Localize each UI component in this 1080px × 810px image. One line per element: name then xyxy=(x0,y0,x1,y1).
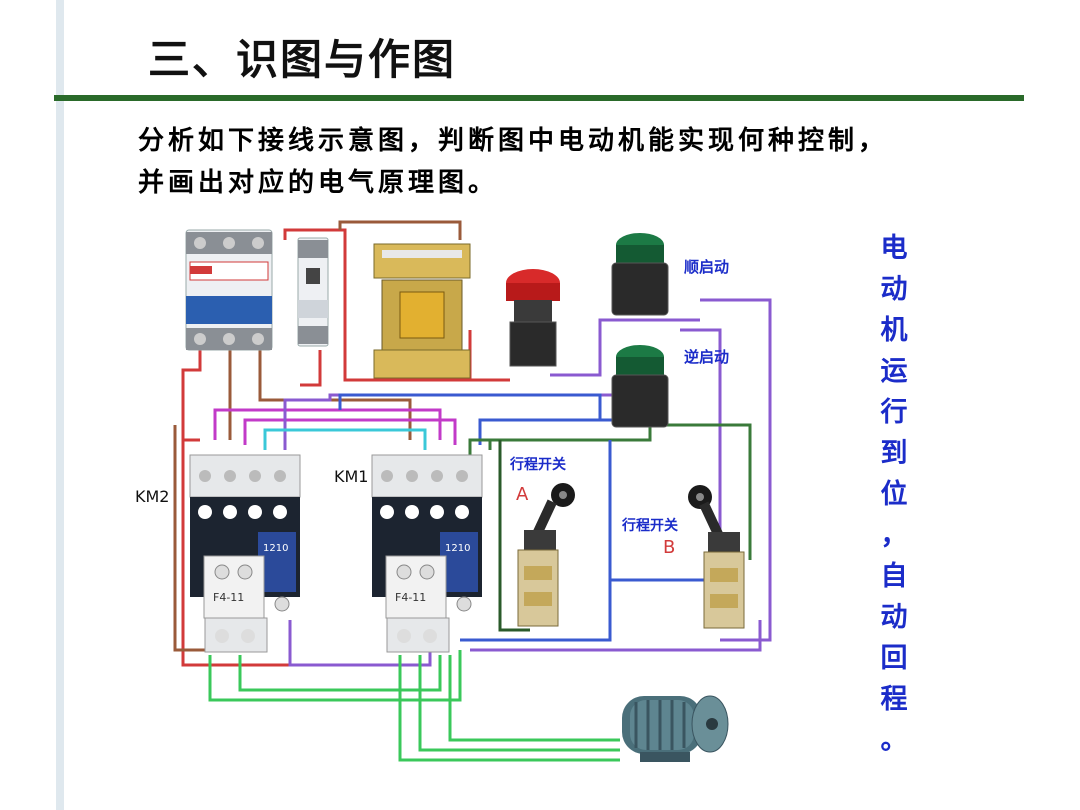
side-note-char: 电 xyxy=(880,233,908,264)
left-accent-strip xyxy=(56,0,64,810)
wire-purple xyxy=(680,328,722,580)
wire-red xyxy=(181,350,202,442)
travel-switch-a-label: 行程开关 xyxy=(509,456,566,473)
reverse-start-button xyxy=(611,345,669,428)
km2-label: KM2 xyxy=(135,487,169,506)
side-note-char: 回 xyxy=(880,643,908,674)
wire-red xyxy=(181,440,300,667)
travel-switch-a xyxy=(517,483,575,627)
km1-label: KM1 xyxy=(334,467,368,486)
wire-green xyxy=(448,655,620,742)
km2-model-label: 1210 xyxy=(263,543,288,554)
wire-purple xyxy=(700,298,772,642)
travel-switch-b-label: 行程开关 xyxy=(621,517,678,534)
contactor-km2: 1210 F4-11 xyxy=(189,454,301,653)
side-note-char: 动 xyxy=(880,274,908,305)
wire-blue xyxy=(338,393,602,410)
emergency-stop-button xyxy=(506,269,560,367)
side-note-char: 机 xyxy=(880,315,908,346)
wire-purple xyxy=(550,318,700,377)
km2-relay-label: F4-11 xyxy=(213,591,244,604)
wire-purple xyxy=(288,620,432,667)
wire-red xyxy=(300,350,322,387)
wire-blue xyxy=(478,418,600,445)
question-line-2: 并画出对应的电气原理图。 xyxy=(138,168,499,198)
km1-model-label: 1210 xyxy=(445,543,470,554)
forward-start-label: 顺启动 xyxy=(684,258,729,276)
side-note-char: ， xyxy=(880,520,908,551)
wire-green xyxy=(238,655,442,692)
wire-purple xyxy=(470,620,762,652)
motor xyxy=(622,695,729,762)
question-line-1: 分析如下接线示意图，判断图中电动机能实现何种控制， xyxy=(138,126,889,156)
travel-switch-a-letter: A xyxy=(516,484,529,505)
circuit-breaker-3p xyxy=(185,229,273,351)
contactor-km1: 1210 F4-11 xyxy=(371,454,483,653)
wire-brown xyxy=(338,220,462,240)
side-note-char: 行 xyxy=(880,397,908,428)
wire-green xyxy=(418,655,620,752)
km1-relay-label: F4-11 xyxy=(395,591,426,604)
side-note-char: 。 xyxy=(880,725,908,756)
side-note-char: 程 xyxy=(880,684,908,715)
wire-magenta xyxy=(213,408,442,440)
title-divider xyxy=(54,95,1024,101)
wire-brown xyxy=(173,425,210,652)
wire-green xyxy=(208,650,462,702)
wire-magenta xyxy=(243,418,457,445)
travel-switch-b xyxy=(688,485,745,629)
travel-switch-b-letter: B xyxy=(663,537,675,558)
wire-green xyxy=(398,655,620,762)
side-note-char: 位 xyxy=(880,479,908,510)
side-note: 电 动 机 运 行 到 位 ， 自 动 回 程 。 xyxy=(876,228,912,761)
side-note-char: 运 xyxy=(880,356,908,387)
reverse-start-label: 逆启动 xyxy=(684,348,729,366)
wiring-diagram: 顺启动 逆启动 1210 F4-11 KM2 1210 F4-11 xyxy=(135,220,772,762)
slide-title: 三、识图与作图 xyxy=(148,35,457,84)
side-note-char: 动 xyxy=(880,602,908,633)
forward-start-button xyxy=(611,233,669,316)
side-note-char: 自 xyxy=(880,561,908,592)
wire-blue xyxy=(608,440,700,582)
circuit-breaker-1p xyxy=(297,237,329,347)
control-transformer xyxy=(373,243,471,379)
side-note-char: 到 xyxy=(880,438,908,469)
wire-green xyxy=(498,440,530,632)
wire-cyan xyxy=(263,428,427,450)
question-text: 分析如下接线示意图，判断图中电动机能实现何种控制， 并画出对应的电气原理图。 xyxy=(138,120,968,204)
